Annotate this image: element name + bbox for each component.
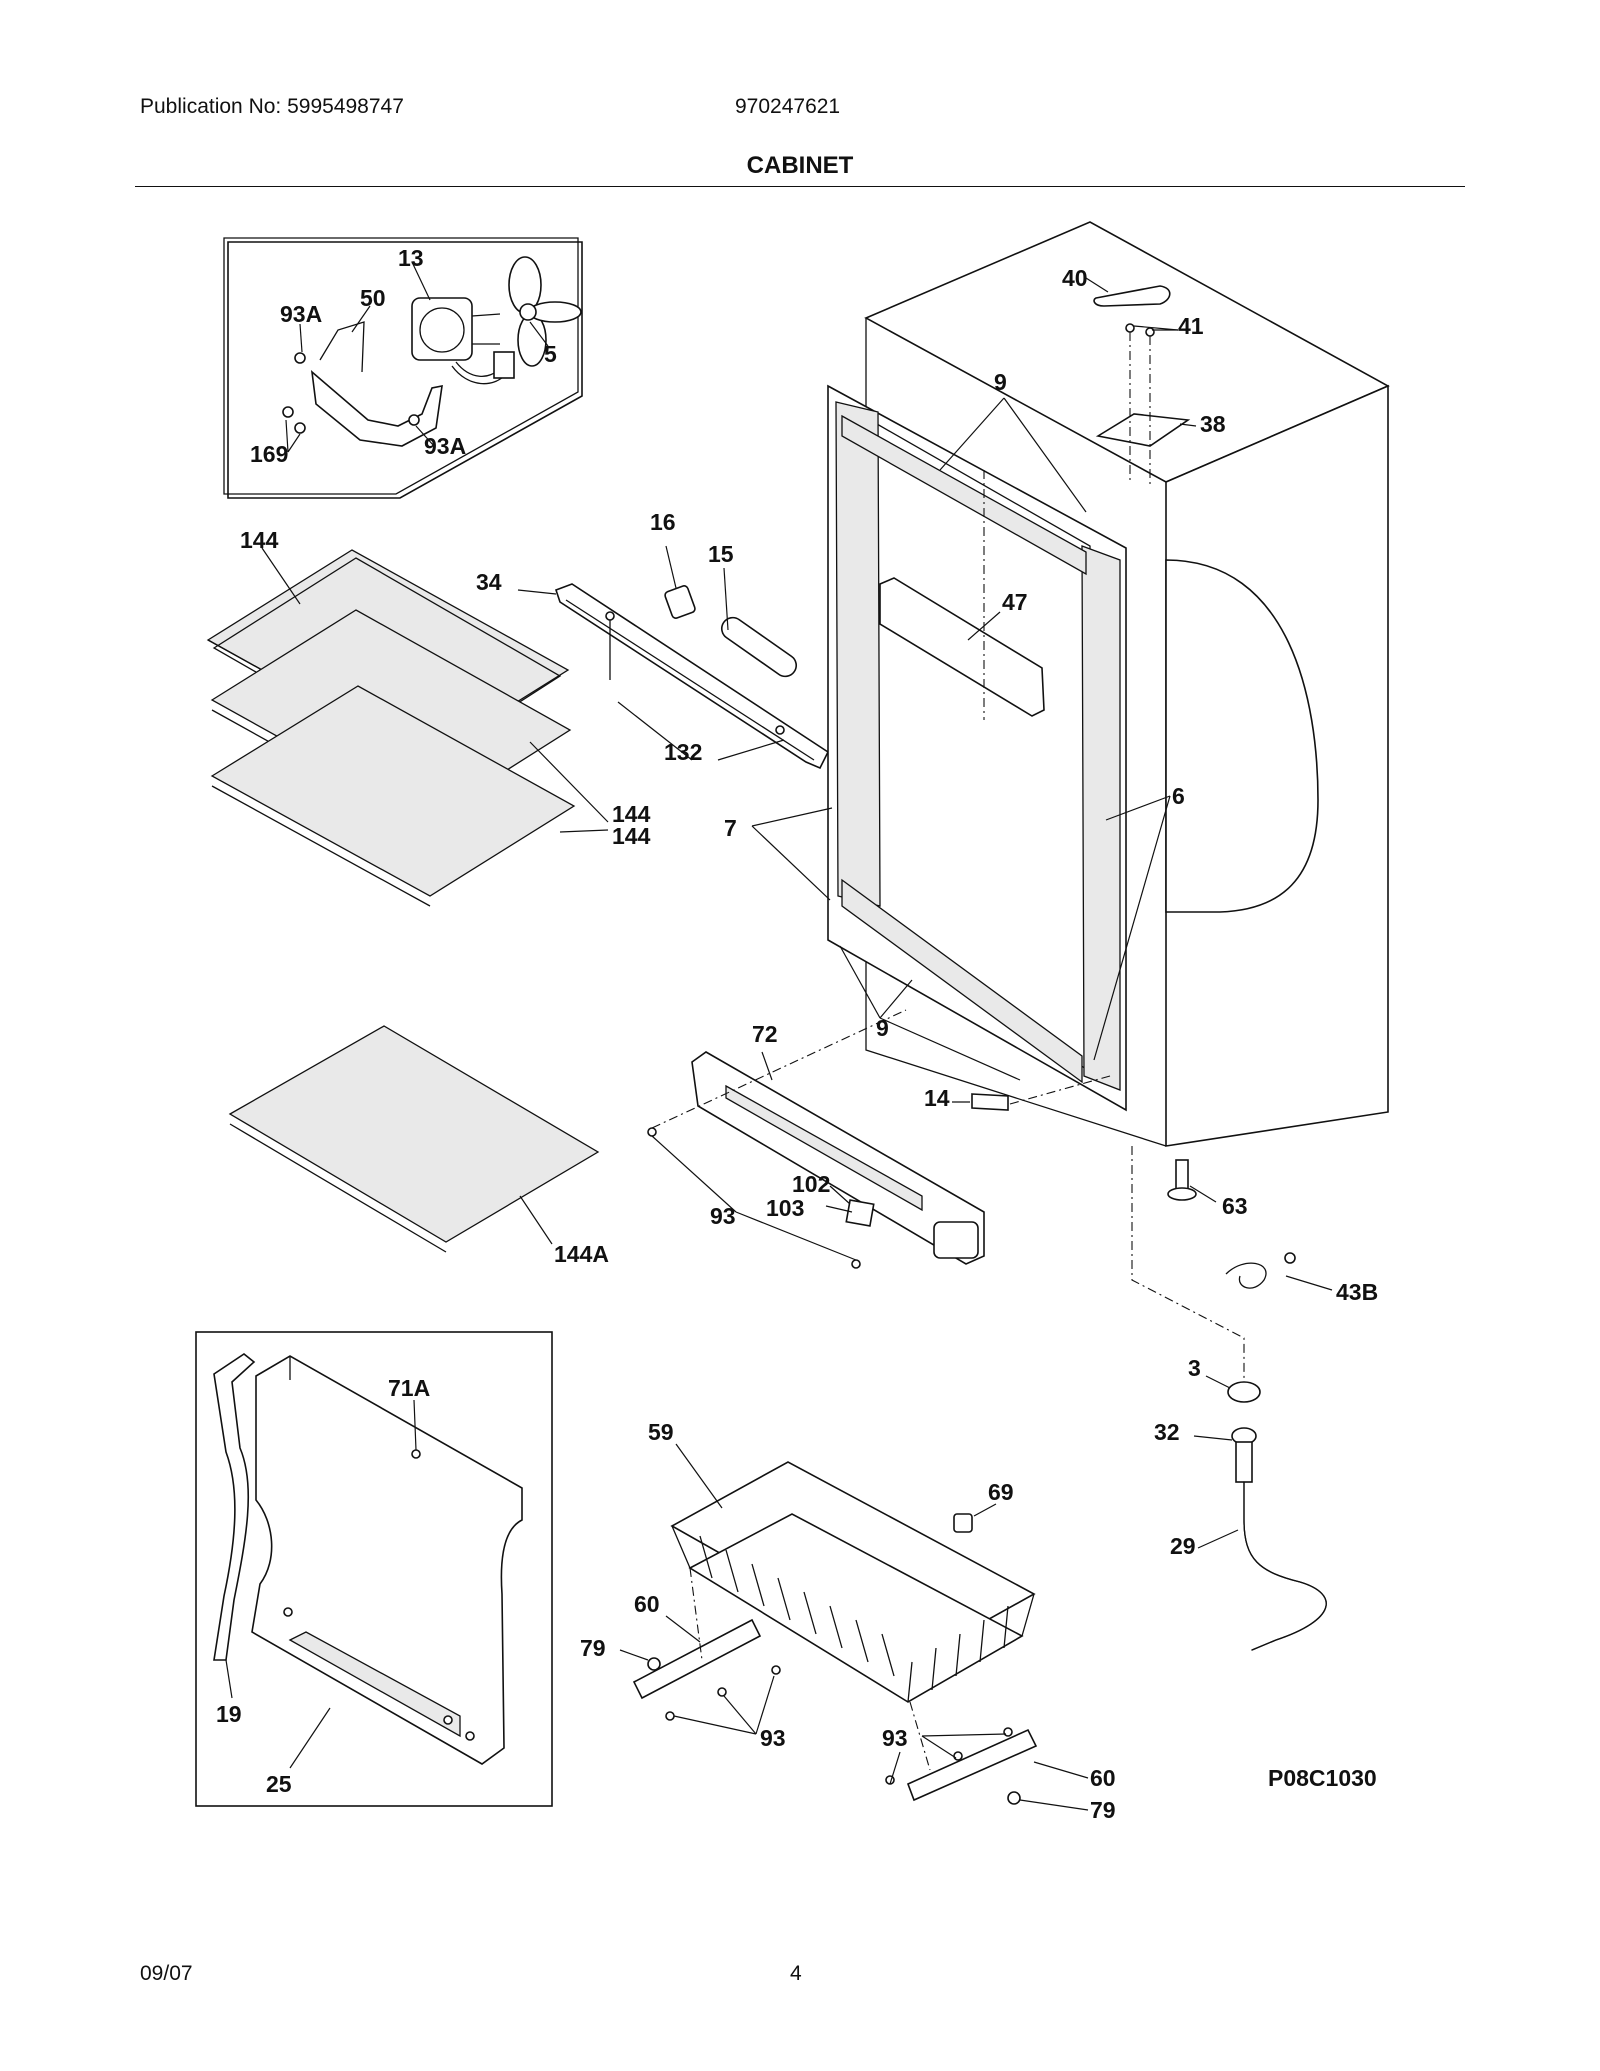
callout-93a-lower: 93A <box>424 433 466 459</box>
callout-7: 7 <box>724 815 737 841</box>
callout-69: 69 <box>988 1479 1014 1505</box>
figure-code: P08C1030 <box>1268 1765 1377 1791</box>
callout-144-middle: 144 <box>612 801 651 827</box>
callout-79: 79 <box>580 1635 606 1661</box>
callout-16: 16 <box>650 509 676 535</box>
callout-93-basket-left: 93 <box>760 1725 786 1751</box>
wire-shelves: 144 144 144 144A <box>206 527 651 1267</box>
callout-3: 3 <box>1188 1355 1201 1381</box>
callout-25: 25 <box>266 1771 292 1797</box>
callout-29: 29 <box>1170 1533 1196 1559</box>
callout-59: 59 <box>648 1419 674 1445</box>
callout-144a: 144A <box>554 1241 609 1267</box>
callout-63: 63 <box>1222 1193 1248 1219</box>
callout-71a: 71A <box>388 1375 430 1401</box>
fan-motor-inset: 13 93A 50 5 169 93A <box>223 237 583 499</box>
basket-assembly: 59 69 60 79 93 93 60 79 <box>580 1419 1116 1823</box>
callout-60: 60 <box>634 1591 660 1617</box>
callout-132: 132 <box>664 739 702 765</box>
callout-32: 32 <box>1154 1419 1180 1445</box>
callout-93a: 93A <box>280 301 322 327</box>
callout-169: 169 <box>250 441 288 467</box>
callout-13: 13 <box>398 245 424 271</box>
callout-5: 5 <box>544 341 557 367</box>
callout-60-right: 60 <box>1090 1765 1116 1791</box>
callout-41: 41 <box>1178 313 1204 339</box>
callout-34: 34 <box>476 569 502 595</box>
page-number: 4 <box>790 1962 802 1985</box>
callout-102: 102 <box>792 1171 830 1197</box>
cover-panel-inset: 71A 19 25 <box>195 1331 553 1807</box>
header-rule <box>135 186 1465 187</box>
footer-date: 09/07 <box>140 1962 193 1985</box>
callout-6: 6 <box>1172 783 1185 809</box>
callout-19: 19 <box>216 1701 242 1727</box>
callout-144: 144 <box>240 527 279 553</box>
section-title: CABINET <box>746 152 854 179</box>
toe-grille: 72 14 102 103 93 <box>647 1009 1111 1269</box>
callout-14: 14 <box>924 1085 950 1111</box>
callout-50: 50 <box>360 285 386 311</box>
callout-93: 93 <box>710 1203 736 1229</box>
callout-144-lower: 144 <box>612 823 651 849</box>
model-number: 970247621 <box>735 95 841 118</box>
callout-93-basket-right: 93 <box>882 1725 908 1751</box>
callout-40: 40 <box>1062 265 1088 291</box>
publication-number: Publication No: 5995498747 <box>140 95 404 118</box>
callout-79-right: 79 <box>1090 1797 1116 1823</box>
callout-47: 47 <box>1002 589 1028 615</box>
light-assembly: 34 16 15 132 <box>476 509 830 770</box>
hinge-assembly: 40 41 38 <box>1062 265 1226 488</box>
callout-103: 103 <box>766 1195 804 1221</box>
cabinet-body: 9 9 7 6 47 <box>724 221 1390 1147</box>
callout-38: 38 <box>1200 411 1226 437</box>
callout-72: 72 <box>752 1021 778 1047</box>
callout-9-lower: 9 <box>876 1015 889 1041</box>
callout-9: 9 <box>994 369 1007 395</box>
drain-and-leveler: 63 43B 3 32 29 <box>1131 1146 1378 1651</box>
callout-15: 15 <box>708 541 734 567</box>
callout-43b: 43B <box>1336 1279 1378 1305</box>
